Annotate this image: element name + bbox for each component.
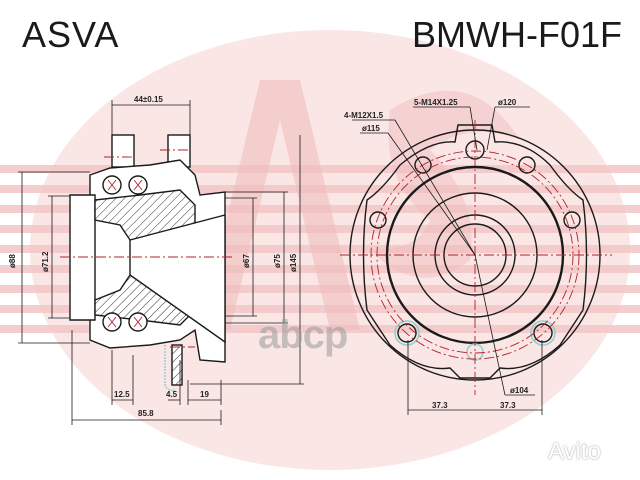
dim-19: 19 (200, 390, 209, 399)
dim-5-m14x1-25: 5-M14X1.25 (414, 98, 458, 107)
avito-watermark: Avito (548, 438, 601, 465)
dim-overall-85-8: 85.8 (138, 409, 154, 418)
dim-diam-115: ø115 (362, 124, 380, 133)
dim-12-5: 12.5 (114, 390, 130, 399)
dim-diam-75: ø75 (273, 254, 282, 268)
dim-4-m12x1-5: 4-M12X1.5 (344, 111, 384, 120)
dim-diam-88: ø88 (8, 254, 17, 268)
part-number: BMWH-F01F (412, 14, 622, 55)
abcp-watermark: abcp (258, 313, 348, 357)
dim-diam-145: ø145 (289, 253, 298, 272)
dim-diam-67: ø67 (242, 254, 251, 268)
dim-4-5: 4.5 (166, 390, 178, 399)
dim-top-width: 44±0.15 (134, 95, 163, 104)
dim-diam-104: ø104 (510, 386, 529, 395)
dim-diam-120: ø120 (498, 98, 517, 107)
dim-diam-71-2: ø71.2 (41, 251, 50, 272)
dim-offset-left: 37.3 (432, 401, 448, 410)
dim-offset-right: 37.3 (500, 401, 516, 410)
brand-title: ASVA (22, 14, 120, 55)
